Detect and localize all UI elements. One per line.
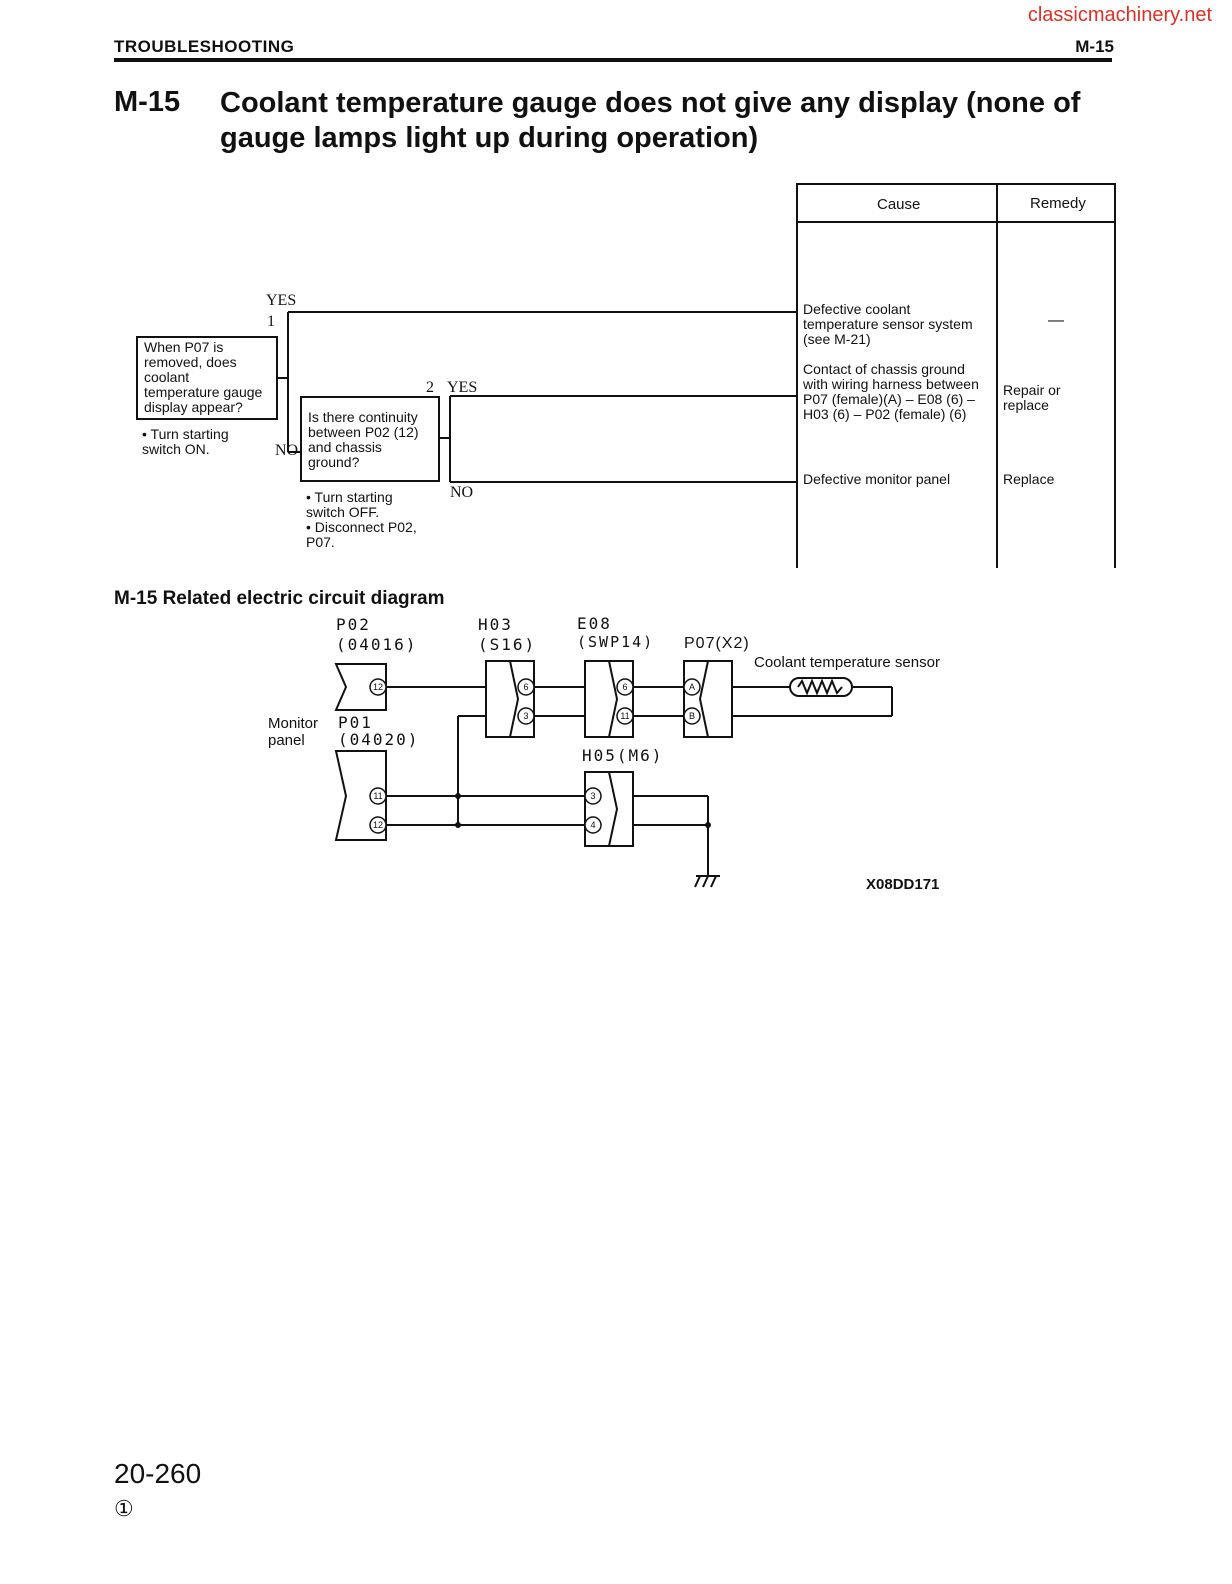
pin-circle — [369, 678, 387, 696]
p02-label: P02 — [336, 615, 371, 634]
header-code: M-15 — [1075, 37, 1114, 56]
pin-h03-6: 6 — [523, 682, 528, 692]
header-rule — [114, 58, 1112, 62]
pin-p02-12: 12 — [373, 682, 383, 692]
watermark: classicmachinery.net — [1027, 4, 1212, 26]
question-2-text: Is there continuity between P02 (12) and… — [308, 409, 419, 470]
junction-dot — [705, 822, 711, 828]
pin-circle — [517, 707, 535, 725]
p07-label: P07(X2) — [684, 635, 750, 652]
p02-type: (04016) — [336, 635, 418, 654]
pin-circle — [683, 678, 701, 696]
pin-e08-6: 6 — [622, 682, 627, 692]
pin-circle — [369, 816, 387, 834]
pin-p01-11: 11 — [373, 791, 382, 801]
pin-circle — [616, 678, 634, 696]
step-2-number: 2 — [426, 379, 434, 396]
e08-type: (SWP14) — [577, 633, 655, 651]
sensor-thermistor — [789, 677, 853, 697]
h05-label: H05(M6) — [582, 746, 664, 765]
pin-e08-11: 11 — [620, 711, 629, 721]
pin-circle — [584, 787, 602, 805]
pin-circle — [517, 678, 535, 696]
p01-connector — [334, 750, 387, 841]
remedy-1: — — [1048, 312, 1064, 329]
e08-label: E08 — [577, 614, 612, 633]
e08-connector — [584, 660, 634, 738]
p02-connector — [334, 663, 387, 711]
cause-header: Cause — [877, 196, 921, 213]
title-code: M-15 — [114, 86, 181, 118]
h03-label: H03 — [478, 615, 513, 634]
pin-h05-4: 4 — [590, 820, 595, 830]
cause-2: Contact of chassis ground with wiring ha… — [803, 361, 979, 422]
revision-mark: ① — [114, 1496, 134, 1521]
pin-circle — [616, 707, 634, 725]
circuit-subtitle: M-15 Related electric circuit diagram — [114, 588, 445, 609]
question-1-text: When P07 is removed, does coolant temper… — [144, 339, 263, 415]
pin-p07-a: A — [689, 682, 695, 692]
section-header: TROUBLESHOOTING — [114, 37, 295, 56]
sensor-label: Coolant temperature sensor — [754, 654, 940, 671]
p07-connector — [683, 660, 733, 738]
question-2-box — [300, 396, 440, 482]
question-2-note-2: • Disconnect P02, P07. — [306, 519, 417, 550]
remedy-header: Remedy — [1030, 195, 1086, 212]
monitor-panel-label: Monitor panel — [268, 715, 319, 749]
figure-id: X08DD171 — [866, 876, 940, 893]
p01-type: (04020) — [338, 730, 420, 749]
question-1-box — [136, 336, 278, 420]
flowchart-lines — [277, 183, 1116, 568]
h05-connector — [584, 771, 634, 847]
remedy-2: Repair or replace — [1003, 382, 1061, 413]
h03-type: (S16) — [478, 635, 537, 654]
pin-circle — [369, 787, 387, 805]
cause-3: Defective monitor panel — [803, 471, 951, 487]
question-2-note-1: • Turn starting switch OFF. — [306, 489, 393, 520]
step-1-number: 1 — [267, 313, 275, 330]
yes-label-2: YES — [447, 379, 478, 396]
pin-circle — [584, 816, 602, 834]
pin-h03-3: 3 — [523, 711, 528, 721]
p01-label: P01 — [338, 713, 373, 732]
h03-connector — [485, 660, 535, 738]
pin-circle — [683, 707, 701, 725]
no-label-2: NO — [450, 484, 474, 501]
cause-1: Defective coolant temperature sensor sys… — [803, 301, 973, 347]
remedy-3: Replace — [1003, 471, 1055, 487]
pin-h05-3: 3 — [590, 791, 595, 801]
junction-dot — [455, 793, 461, 799]
page-title: Coolant temperature gauge does not give … — [220, 87, 1081, 154]
page-number: 20-260 — [114, 1458, 202, 1489]
pin-p01-12: 12 — [373, 820, 383, 830]
yes-label-1: YES — [266, 292, 297, 309]
circuit-diagram: 12 6 3 6 11 A B 11 12 3 4 — [334, 660, 893, 888]
junction-dot — [455, 822, 461, 828]
no-label-1: NO — [275, 442, 299, 459]
question-1-note: • Turn starting switch ON. — [142, 426, 229, 457]
pin-p07-b: B — [689, 711, 695, 721]
